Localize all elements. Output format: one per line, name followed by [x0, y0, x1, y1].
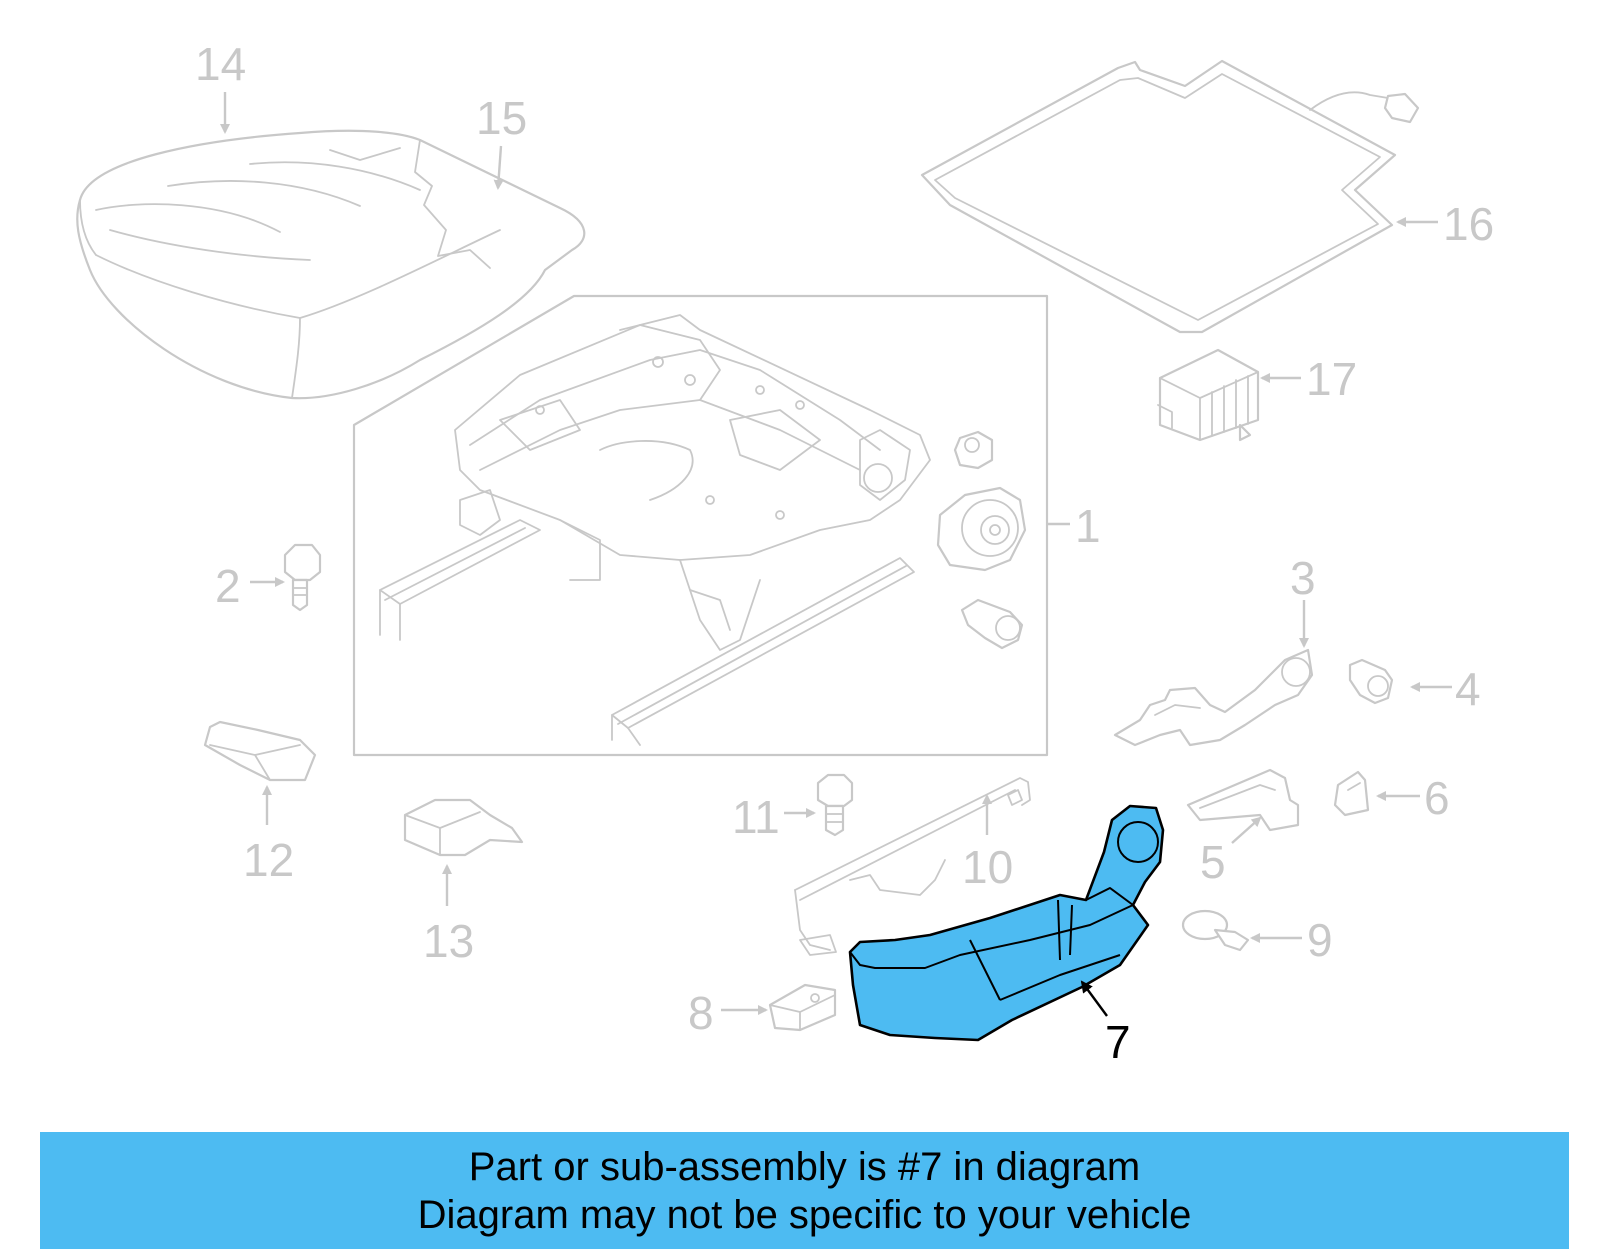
callout-9: 9	[1307, 914, 1333, 966]
wire-rod-part-10	[794, 777, 1031, 956]
callout-14: 14	[195, 38, 246, 90]
control-module-part-17	[1157, 348, 1260, 442]
info-banner: Part or sub-assembly is #7 in diagram Di…	[40, 1132, 1569, 1249]
callout-7: 7	[1105, 1016, 1131, 1068]
callout-13: 13	[423, 915, 474, 967]
seat-heater-mat-part-16	[920, 59, 1420, 334]
seat-frame-part-1	[352, 294, 1049, 757]
callout-3: 3	[1290, 552, 1316, 604]
callout-17: 17	[1306, 353, 1357, 405]
callout-16: 16	[1443, 198, 1494, 250]
callout-5: 5	[1200, 836, 1226, 888]
bolt-part-2	[283, 543, 322, 612]
callout-4: 4	[1455, 663, 1481, 715]
bolt-part-4	[1348, 658, 1394, 705]
banner-disclaimer: Diagram may not be specific to your vehi…	[417, 1192, 1192, 1237]
callout-labels: 14 15 16 17 1 2 3 4 5 6 7 8 9 10 11 12 1…	[195, 38, 1494, 1068]
callout-2: 2	[215, 560, 241, 612]
seat-cushion-part-14-15	[76, 129, 586, 400]
handle-part-5	[1186, 768, 1300, 832]
callout-11: 11	[732, 791, 780, 843]
callout-12: 12	[243, 834, 294, 886]
bolt-part-11	[816, 773, 854, 837]
callout-6: 6	[1424, 772, 1450, 824]
pushpin-part-9	[1181, 909, 1250, 952]
clip-part-6	[1333, 770, 1370, 817]
clip-part-8	[768, 983, 837, 1032]
callout-15: 15	[476, 92, 527, 144]
bracket-part-3	[1113, 648, 1314, 747]
callout-1: 1	[1075, 500, 1101, 552]
cover-part-12	[203, 720, 317, 782]
banner-part-notice: Part or sub-assembly is #7 in diagram	[468, 1144, 1141, 1189]
callout-10: 10	[962, 841, 1013, 893]
cover-part-13	[403, 798, 524, 857]
leader-lines	[220, 92, 1452, 1017]
callout-8: 8	[688, 987, 714, 1039]
